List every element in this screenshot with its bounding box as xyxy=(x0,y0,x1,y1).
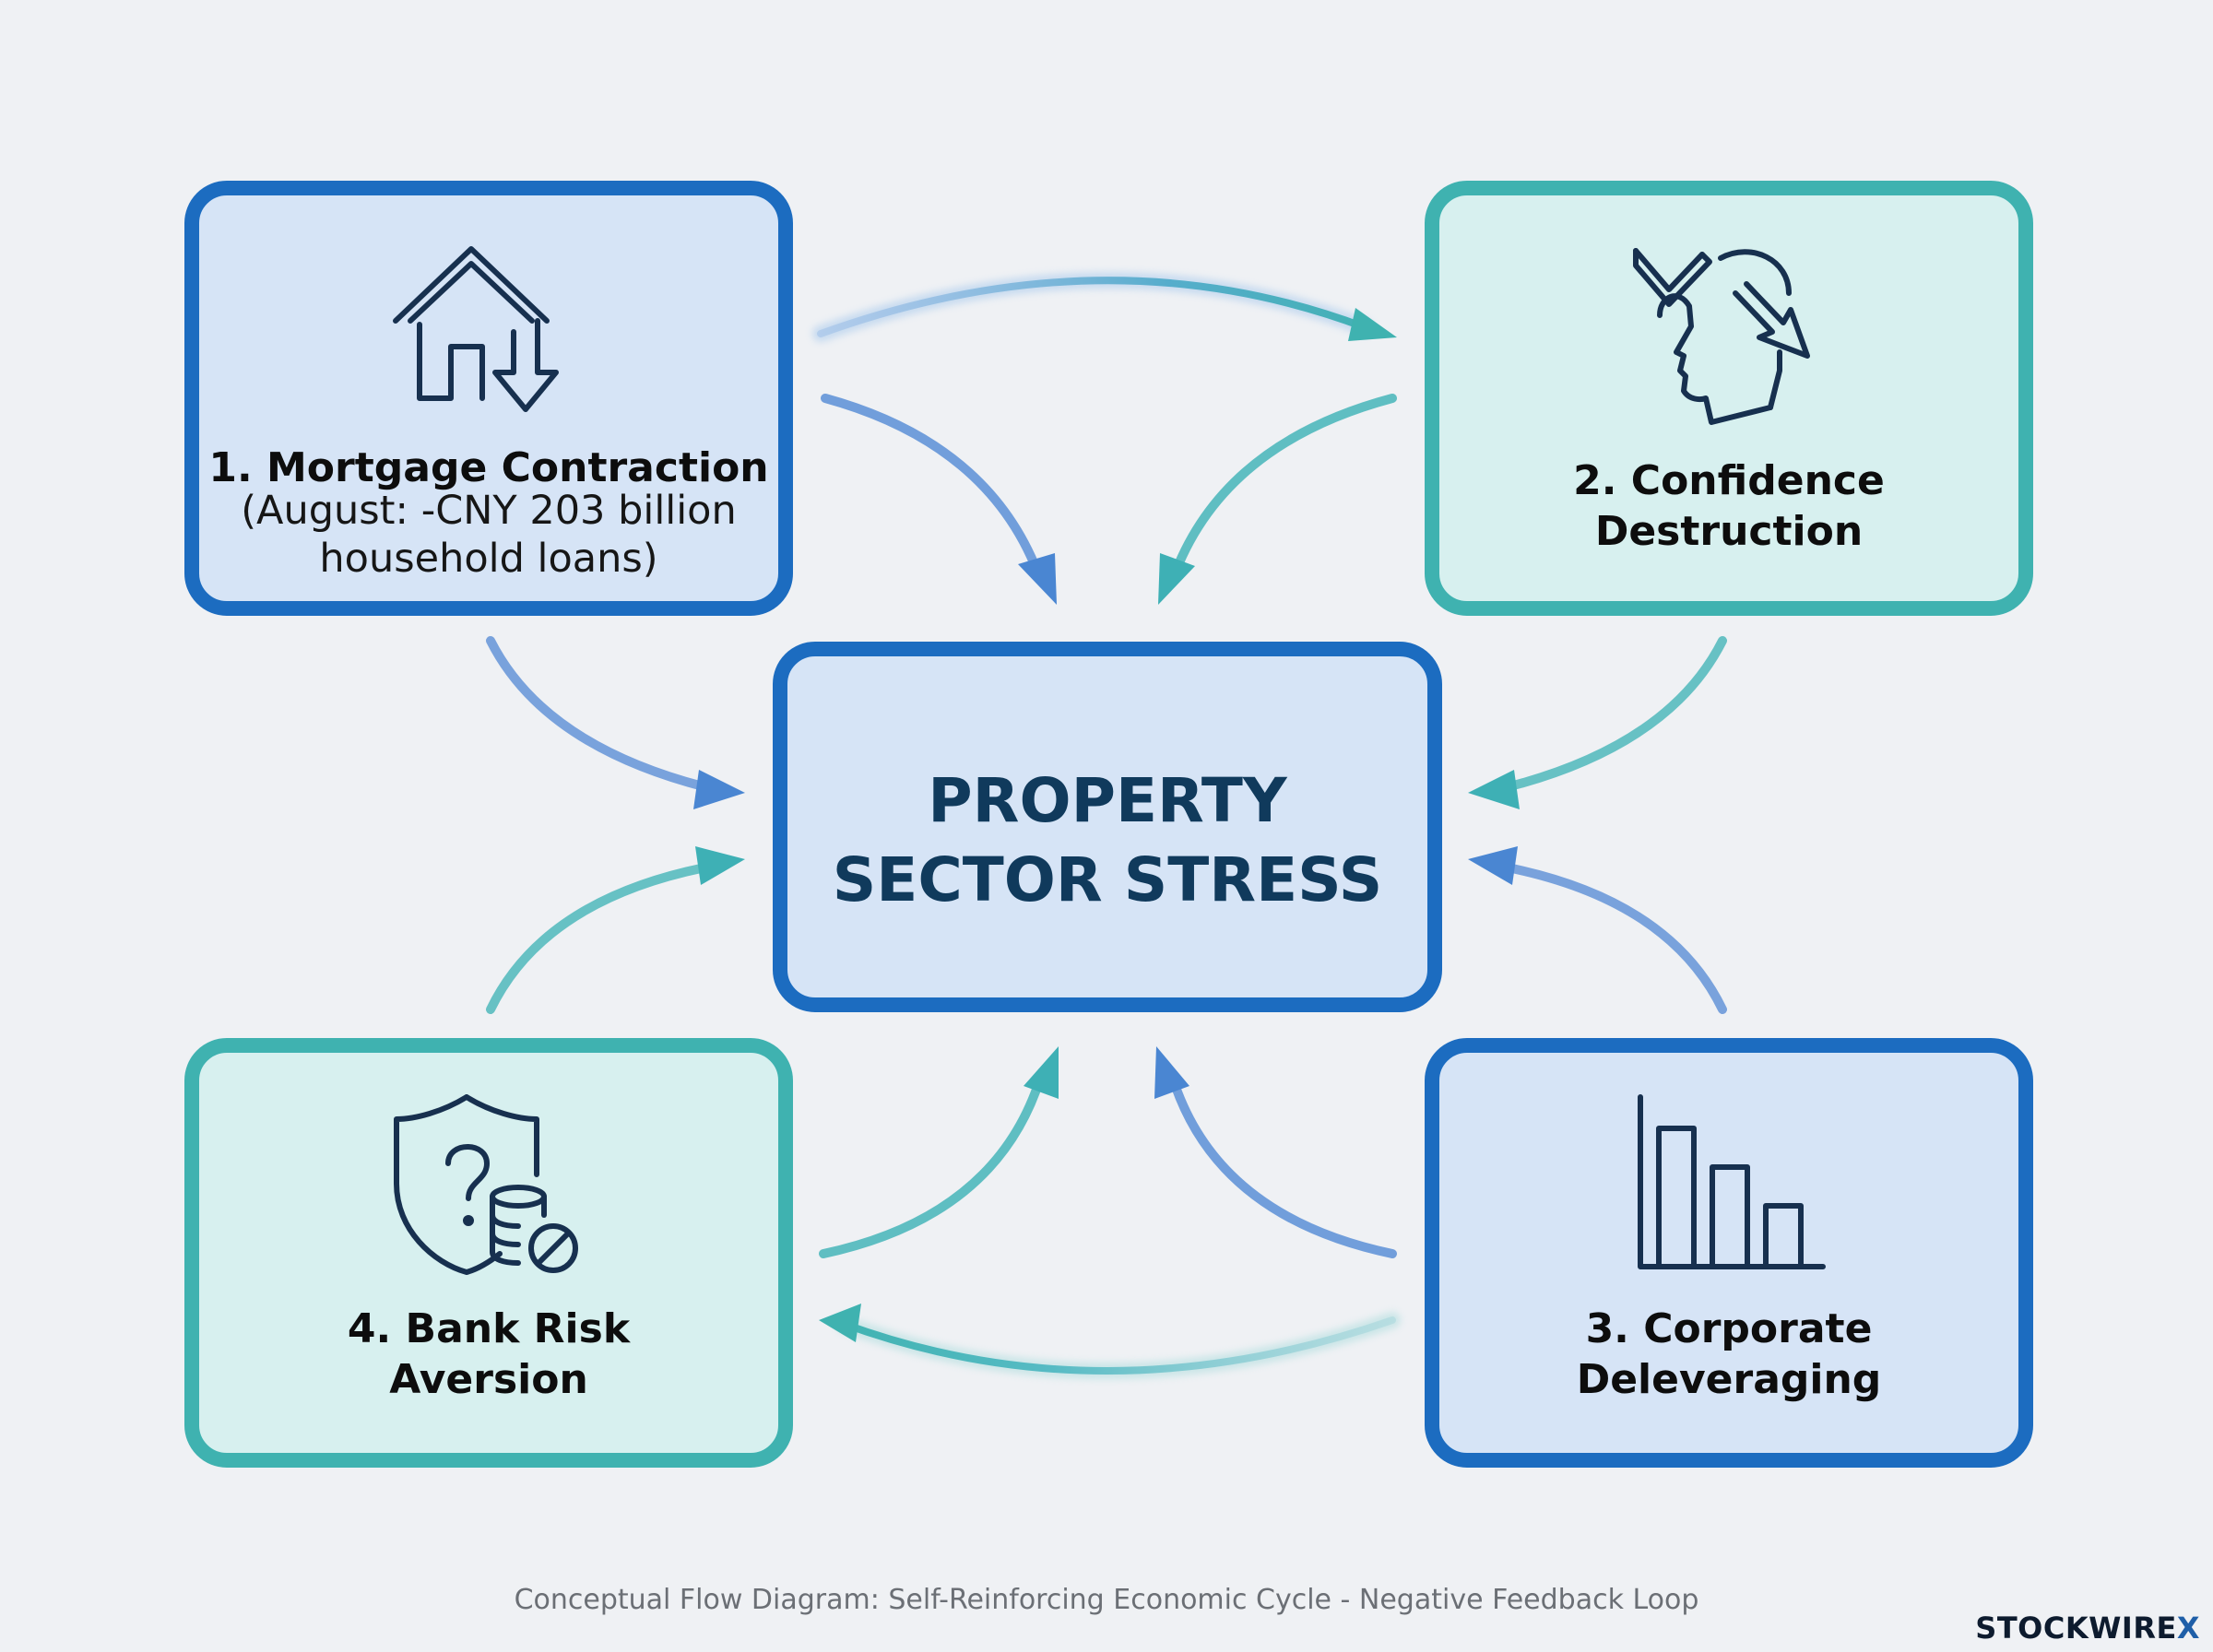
brand-mark: X xyxy=(2176,1611,2200,1646)
arrow-deleveraging-to-center-bottom xyxy=(1154,1046,1397,1258)
brand-logo: STOCKWIREX xyxy=(1975,1611,2200,1646)
node-1-subtitle: (August: -CNY 203 billion household loan… xyxy=(241,488,737,582)
diagram-caption: Conceptual Flow Diagram: Self-Reinforcin… xyxy=(514,1584,1699,1616)
arrow-deleveraging-to-bank xyxy=(819,1304,1396,1375)
house-down-arrow-icon xyxy=(393,246,559,412)
node-4-title: 4. Bank Risk Aversion xyxy=(347,1305,631,1403)
arrow-deleveraging-to-center-right xyxy=(1468,846,1727,1014)
node-mortgage-contraction: 1. Mortgage Contraction (August: -CNY 20… xyxy=(184,181,793,616)
node-property-sector-stress: PROPERTY SECTOR STRESS xyxy=(773,642,1442,1012)
node-3-title: 3. Corporate Deleveraging xyxy=(1576,1305,1882,1403)
arrow-mortgage-to-center-left xyxy=(486,636,745,809)
arrow-confidence-to-center-top xyxy=(1158,394,1397,605)
shield-question-coins-icon xyxy=(394,1094,578,1275)
arrow-mortgage-to-confidence xyxy=(817,277,1397,341)
arrow-confidence-to-center-right xyxy=(1468,636,1727,809)
node-corporate-deleveraging: 3. Corporate Deleveraging xyxy=(1425,1038,2033,1468)
node-2-title: 2. Confidence Destruction xyxy=(1573,457,1885,555)
declining-bar-chart-icon xyxy=(1638,1094,1826,1269)
center-title: PROPERTY SECTOR STRESS xyxy=(832,765,1383,915)
node-bank-risk-aversion: 4. Bank Risk Aversion xyxy=(184,1038,793,1468)
arrow-bank-to-center-left xyxy=(486,846,745,1014)
node-1-title: 1. Mortgage Contraction xyxy=(208,444,769,491)
brand-name: STOCKWIRE xyxy=(1975,1611,2177,1646)
node-confidence-destruction: 2. Confidence Destruction xyxy=(1425,181,2033,616)
arrow-bank-to-center-bottom xyxy=(819,1046,1059,1258)
arrow-mortgage-to-center-top xyxy=(821,394,1057,605)
head-down-arrow-icon xyxy=(1633,248,1810,425)
